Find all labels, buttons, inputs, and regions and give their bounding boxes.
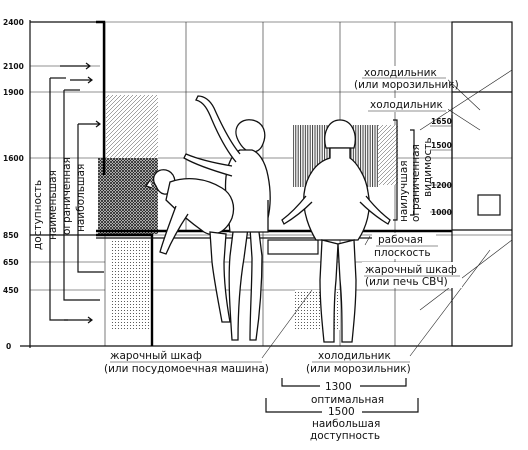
tick-850: 850 [3, 231, 19, 240]
reach-zone-hatch-lower [98, 158, 158, 234]
right-height-scale: 1650 1500 1200 1000 [430, 115, 453, 220]
label-oven-bottom-1: жарочный шкаф [110, 350, 202, 362]
visibility-bracket: наилучшая ограниченная видимость [393, 119, 434, 222]
figure-front-woman [281, 119, 391, 343]
label-reach-greatest: наибольшая [75, 164, 87, 232]
left-tick-labels: 2400 2100 1900 1600 850 650 450 0 [3, 18, 24, 351]
tick-1000: 1000 [431, 208, 452, 217]
label-visibility-best: наилучшая [398, 160, 410, 222]
tick-1500: 1500 [431, 141, 452, 150]
tick-1200: 1200 [431, 181, 452, 190]
label-fridge-freezer-top-2: (или морозильник) [354, 79, 459, 91]
label-work-surface-2: плоскость [374, 247, 431, 259]
label-fridge-bottom-1: холодильник [318, 350, 391, 362]
work-surface-label: рабочая плоскость [372, 233, 438, 259]
label-reach-title: доступность [32, 180, 44, 250]
oven-bottom-label: жарочный шкаф (или посудомоечная машина) [104, 350, 269, 375]
reach-zone-hatch-bottom [110, 240, 150, 330]
reach-brackets [49, 62, 104, 324]
label-fridge-top: холодильник [370, 99, 443, 111]
label-fridge-freezer-top-1: холодильник [364, 67, 437, 79]
dim-max-label-1: наибольшая [312, 418, 380, 430]
reach-vertical-labels: доступность наименьшая ограниченная наиб… [32, 157, 87, 250]
label-oven-bottom-2: (или посудомоечная машина) [104, 363, 269, 375]
label-fridge-bottom-2: (или морозильник) [306, 363, 411, 375]
tick-1650: 1650 [431, 117, 452, 126]
label-visibility-title: видимость [422, 137, 434, 197]
figure-reaching-woman [183, 95, 271, 341]
tick-2400: 2400 [3, 18, 24, 27]
tick-2100: 2100 [3, 62, 24, 71]
label-visibility-limited: ограниченная [410, 144, 422, 222]
dimension-max-reach: 1500 наибольшая доступность [265, 398, 419, 442]
dimension-optimal: 1300 оптимальная [281, 378, 407, 406]
dim-max-label-2: доступность [310, 430, 380, 442]
tick-0: 0 [6, 342, 11, 351]
reach-zone-hatch-upper [106, 95, 158, 159]
label-oven-right-2: (или печь СВЧ) [365, 276, 448, 288]
tick-1600: 1600 [3, 154, 24, 163]
tick-1900: 1900 [3, 88, 24, 97]
label-oven-right-1: жарочный шкаф [365, 264, 457, 276]
oven-right-label: жарочный шкаф (или печь СВЧ) [362, 262, 462, 288]
tick-450: 450 [3, 286, 19, 295]
fridge-top-label: холодильник [366, 98, 448, 112]
visibility-zone-hatch-light [378, 125, 398, 185]
label-reach-least: наименьшая [47, 170, 59, 240]
label-reach-limited: ограниченная [61, 157, 73, 235]
fridge-freezer-top-label: холодильник (или морозильник) [354, 66, 459, 91]
tick-650: 650 [3, 258, 19, 267]
fridge-bottom-label: холодильник (или морозильник) [306, 350, 411, 375]
dim-optimal-label: оптимальная [311, 394, 384, 406]
figure-bending-woman [144, 169, 235, 323]
dim-optimal-value: 1300 [325, 381, 352, 393]
dim-max-value: 1500 [328, 406, 355, 418]
label-work-surface-1: рабочая [378, 234, 423, 246]
callout-leaders [261, 77, 491, 359]
left-cabinet [96, 20, 154, 346]
left-height-scale [20, 20, 512, 348]
